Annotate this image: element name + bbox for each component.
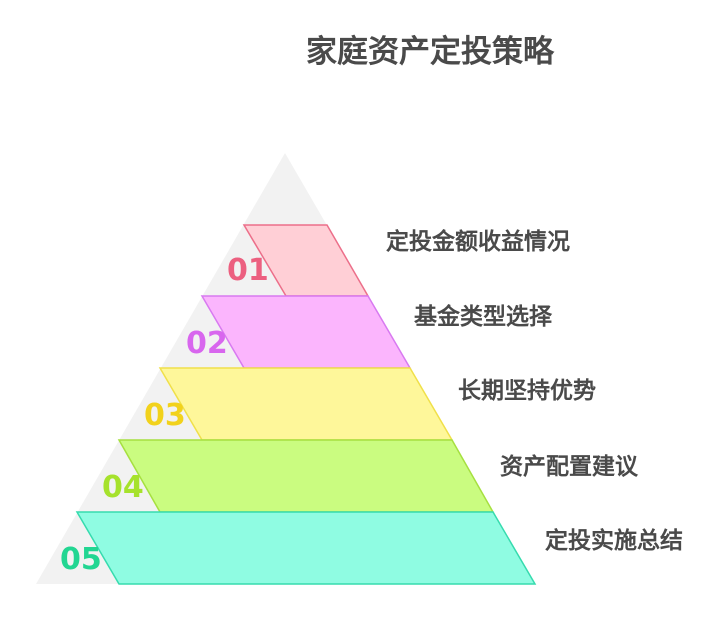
pyramid-level-2: 02 <box>186 295 412 369</box>
pyramid-level-4: 04 <box>102 439 495 513</box>
level-label-4: 资产配置建议 <box>500 454 638 480</box>
level-number: 01 <box>227 253 269 288</box>
level-label-5: 定投实施总结 <box>545 528 683 554</box>
level-label-3: 长期坚持优势 <box>458 378 596 404</box>
pyramid-level-5: 05 <box>60 511 537 585</box>
level-number: 05 <box>60 542 102 577</box>
level-number: 02 <box>186 326 228 361</box>
level-number: 04 <box>102 470 144 505</box>
pyramid-level-1: 01 <box>227 224 370 297</box>
diagram-title: 家庭资产定投策略 <box>306 34 554 70</box>
level-label-2: 基金类型选择 <box>414 304 552 330</box>
pyramid-level-3: 03 <box>144 367 454 441</box>
level-number: 03 <box>144 398 186 433</box>
level-label-1: 定投金额收益情况 <box>386 229 570 255</box>
